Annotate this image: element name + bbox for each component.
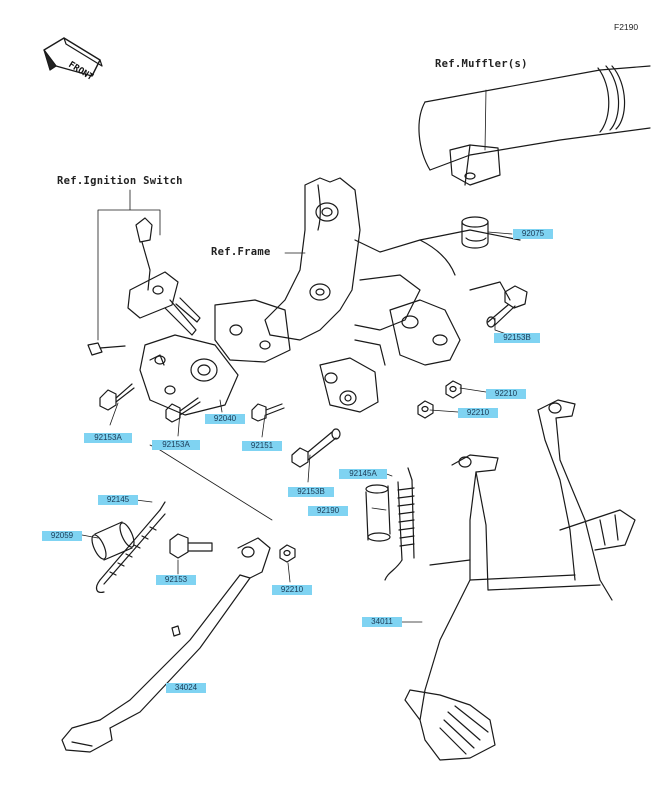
part-callout-92210-a[interactable]: 92210 xyxy=(486,389,526,399)
part-callout-92145[interactable]: 92145 xyxy=(98,495,138,505)
springs-drawing xyxy=(91,467,415,593)
muffler-reference-drawing xyxy=(418,65,651,249)
side-stand-drawing xyxy=(61,537,271,753)
part-callout-92153a-left[interactable]: 92153A xyxy=(84,433,132,443)
part-callout-92210-b[interactable]: 92210 xyxy=(458,408,498,418)
diagram-code: F2190 xyxy=(614,22,639,32)
part-callout-92151[interactable]: 92151 xyxy=(242,441,282,451)
part-callout-92059[interactable]: 92059 xyxy=(42,531,82,541)
part-callout-34024[interactable]: 34024 xyxy=(166,683,206,693)
ref-ignition-switch-label: Ref.Ignition Switch xyxy=(57,175,183,187)
part-callout-92075[interactable]: 92075 xyxy=(513,229,553,239)
center-stand-drawing xyxy=(404,399,636,761)
part-callout-34011[interactable]: 34011 xyxy=(362,617,402,627)
part-callout-92210-c[interactable]: 92210 xyxy=(272,585,312,595)
part-callout-92153[interactable]: 92153 xyxy=(156,575,196,585)
ref-frame-label: Ref.Frame xyxy=(211,246,271,258)
part-callout-92153b-top[interactable]: 92153B xyxy=(494,333,540,343)
part-callout-92040[interactable]: 92040 xyxy=(205,414,245,424)
ignition-switch-drawing xyxy=(87,217,239,416)
frame-drawing xyxy=(214,177,521,413)
part-callout-92153a-mid[interactable]: 92153A xyxy=(152,440,200,450)
part-callout-92190[interactable]: 92190 xyxy=(308,506,348,516)
front-arrow-icon: FRONT xyxy=(43,37,103,83)
part-callout-92145a[interactable]: 92145A xyxy=(339,469,387,479)
fasteners-drawing xyxy=(99,285,528,563)
ref-muffler-label: Ref.Muffler(s) xyxy=(435,58,528,70)
part-callout-92153b-bottom[interactable]: 92153B xyxy=(288,487,334,497)
